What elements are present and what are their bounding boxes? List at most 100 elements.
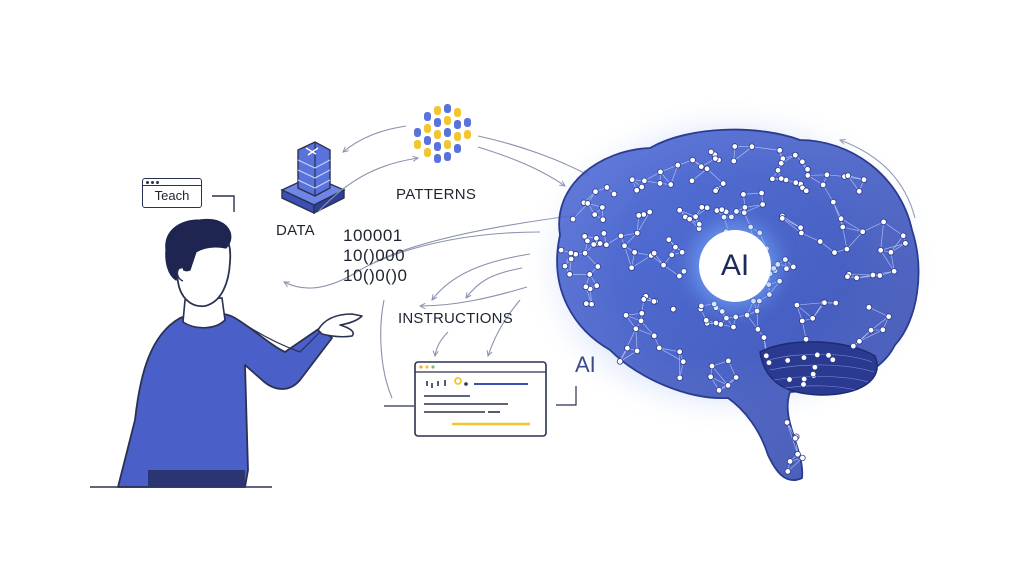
mesh-link <box>890 235 904 253</box>
mesh-node <box>590 241 597 248</box>
mesh-link <box>842 226 863 233</box>
mesh-node <box>747 223 754 231</box>
mesh-link <box>663 264 680 277</box>
mesh-node <box>798 229 805 237</box>
mesh-node <box>656 344 663 352</box>
mesh-node <box>799 317 806 325</box>
mesh-node <box>616 358 624 365</box>
mesh-link <box>868 306 889 317</box>
mesh-node <box>617 232 625 240</box>
mesh-node <box>640 296 647 303</box>
mesh-node <box>592 188 599 195</box>
mesh-node <box>674 161 681 169</box>
mesh-node <box>782 256 789 263</box>
mesh-link <box>635 328 638 351</box>
mesh-link <box>751 146 780 151</box>
mesh-node <box>686 215 693 223</box>
mesh-link <box>880 250 895 272</box>
mesh-link <box>846 231 863 250</box>
pattern-dot <box>464 130 471 139</box>
mesh-link <box>691 168 708 182</box>
mesh-node <box>831 249 838 256</box>
mesh-node <box>561 262 569 270</box>
mesh-node <box>814 351 821 359</box>
mesh-link <box>840 218 863 233</box>
mesh-link <box>872 270 895 276</box>
mesh-node <box>794 451 801 458</box>
mesh-node <box>567 249 575 257</box>
mesh-node <box>703 317 710 324</box>
pattern-dot <box>444 104 451 113</box>
mesh-node <box>867 326 875 334</box>
instruction-window-icon <box>414 361 547 437</box>
mesh-node <box>821 299 828 306</box>
mesh-node <box>850 342 857 350</box>
mesh-link <box>787 457 803 472</box>
pattern-dot <box>444 128 451 137</box>
mesh-node <box>703 204 711 212</box>
mesh-node <box>646 208 653 216</box>
mesh-node <box>732 313 739 321</box>
mesh-node <box>650 298 658 305</box>
mesh-node <box>633 187 640 194</box>
mesh-node <box>809 370 817 378</box>
mesh-node <box>765 281 772 288</box>
mesh-link <box>880 221 884 251</box>
mesh-link <box>640 320 655 337</box>
mesh-node <box>633 347 641 355</box>
mesh-node <box>792 179 799 186</box>
mesh-node <box>584 200 591 207</box>
binary-line: 100001 <box>343 226 403 245</box>
mesh-node <box>890 268 898 275</box>
mesh-node <box>698 302 705 310</box>
mesh-node <box>593 282 600 289</box>
pattern-dot <box>434 142 441 151</box>
mesh-node <box>582 283 590 291</box>
mesh-link <box>822 184 834 203</box>
mesh-node <box>688 177 696 184</box>
mesh-node <box>843 245 851 253</box>
mesh-node <box>774 261 781 268</box>
mesh-node <box>829 356 836 363</box>
mesh-node <box>670 305 677 313</box>
teach-window: Teach <box>142 178 202 208</box>
mesh-link <box>635 328 655 337</box>
mesh-link <box>848 273 873 276</box>
mesh-node <box>799 454 806 462</box>
mesh-node <box>698 204 706 211</box>
mesh-node <box>628 264 635 271</box>
mesh-node <box>741 209 748 216</box>
mesh-node <box>800 375 808 383</box>
mesh-node <box>859 228 866 235</box>
mesh-node <box>877 247 884 254</box>
mesh-node <box>656 180 664 187</box>
mesh-node <box>632 325 640 332</box>
mesh-node <box>776 277 783 285</box>
mesh-link <box>659 347 680 353</box>
pattern-dot <box>444 116 451 125</box>
mesh-link <box>859 329 883 342</box>
mesh-node <box>567 255 575 263</box>
mesh-node <box>594 263 602 270</box>
mesh-node <box>621 242 628 249</box>
mesh-node <box>692 213 699 220</box>
mesh-node <box>900 232 907 239</box>
mesh-node <box>839 223 846 231</box>
mesh-node <box>680 358 687 365</box>
pattern-dot <box>414 128 421 137</box>
mesh-node <box>637 317 645 325</box>
mesh-node <box>707 373 714 380</box>
mesh-node <box>750 297 757 305</box>
mesh-node <box>802 336 810 343</box>
mesh-node <box>600 230 608 237</box>
mesh-node <box>712 187 719 194</box>
mesh-node <box>665 236 673 243</box>
mesh-link <box>572 203 589 220</box>
binary-line: 10()0()0 <box>343 266 408 285</box>
mesh-node <box>753 307 761 315</box>
mesh-node <box>680 268 688 275</box>
mesh-node <box>638 310 645 317</box>
pattern-dot <box>434 118 441 127</box>
mesh-node <box>593 235 600 242</box>
mesh-node <box>844 273 851 280</box>
